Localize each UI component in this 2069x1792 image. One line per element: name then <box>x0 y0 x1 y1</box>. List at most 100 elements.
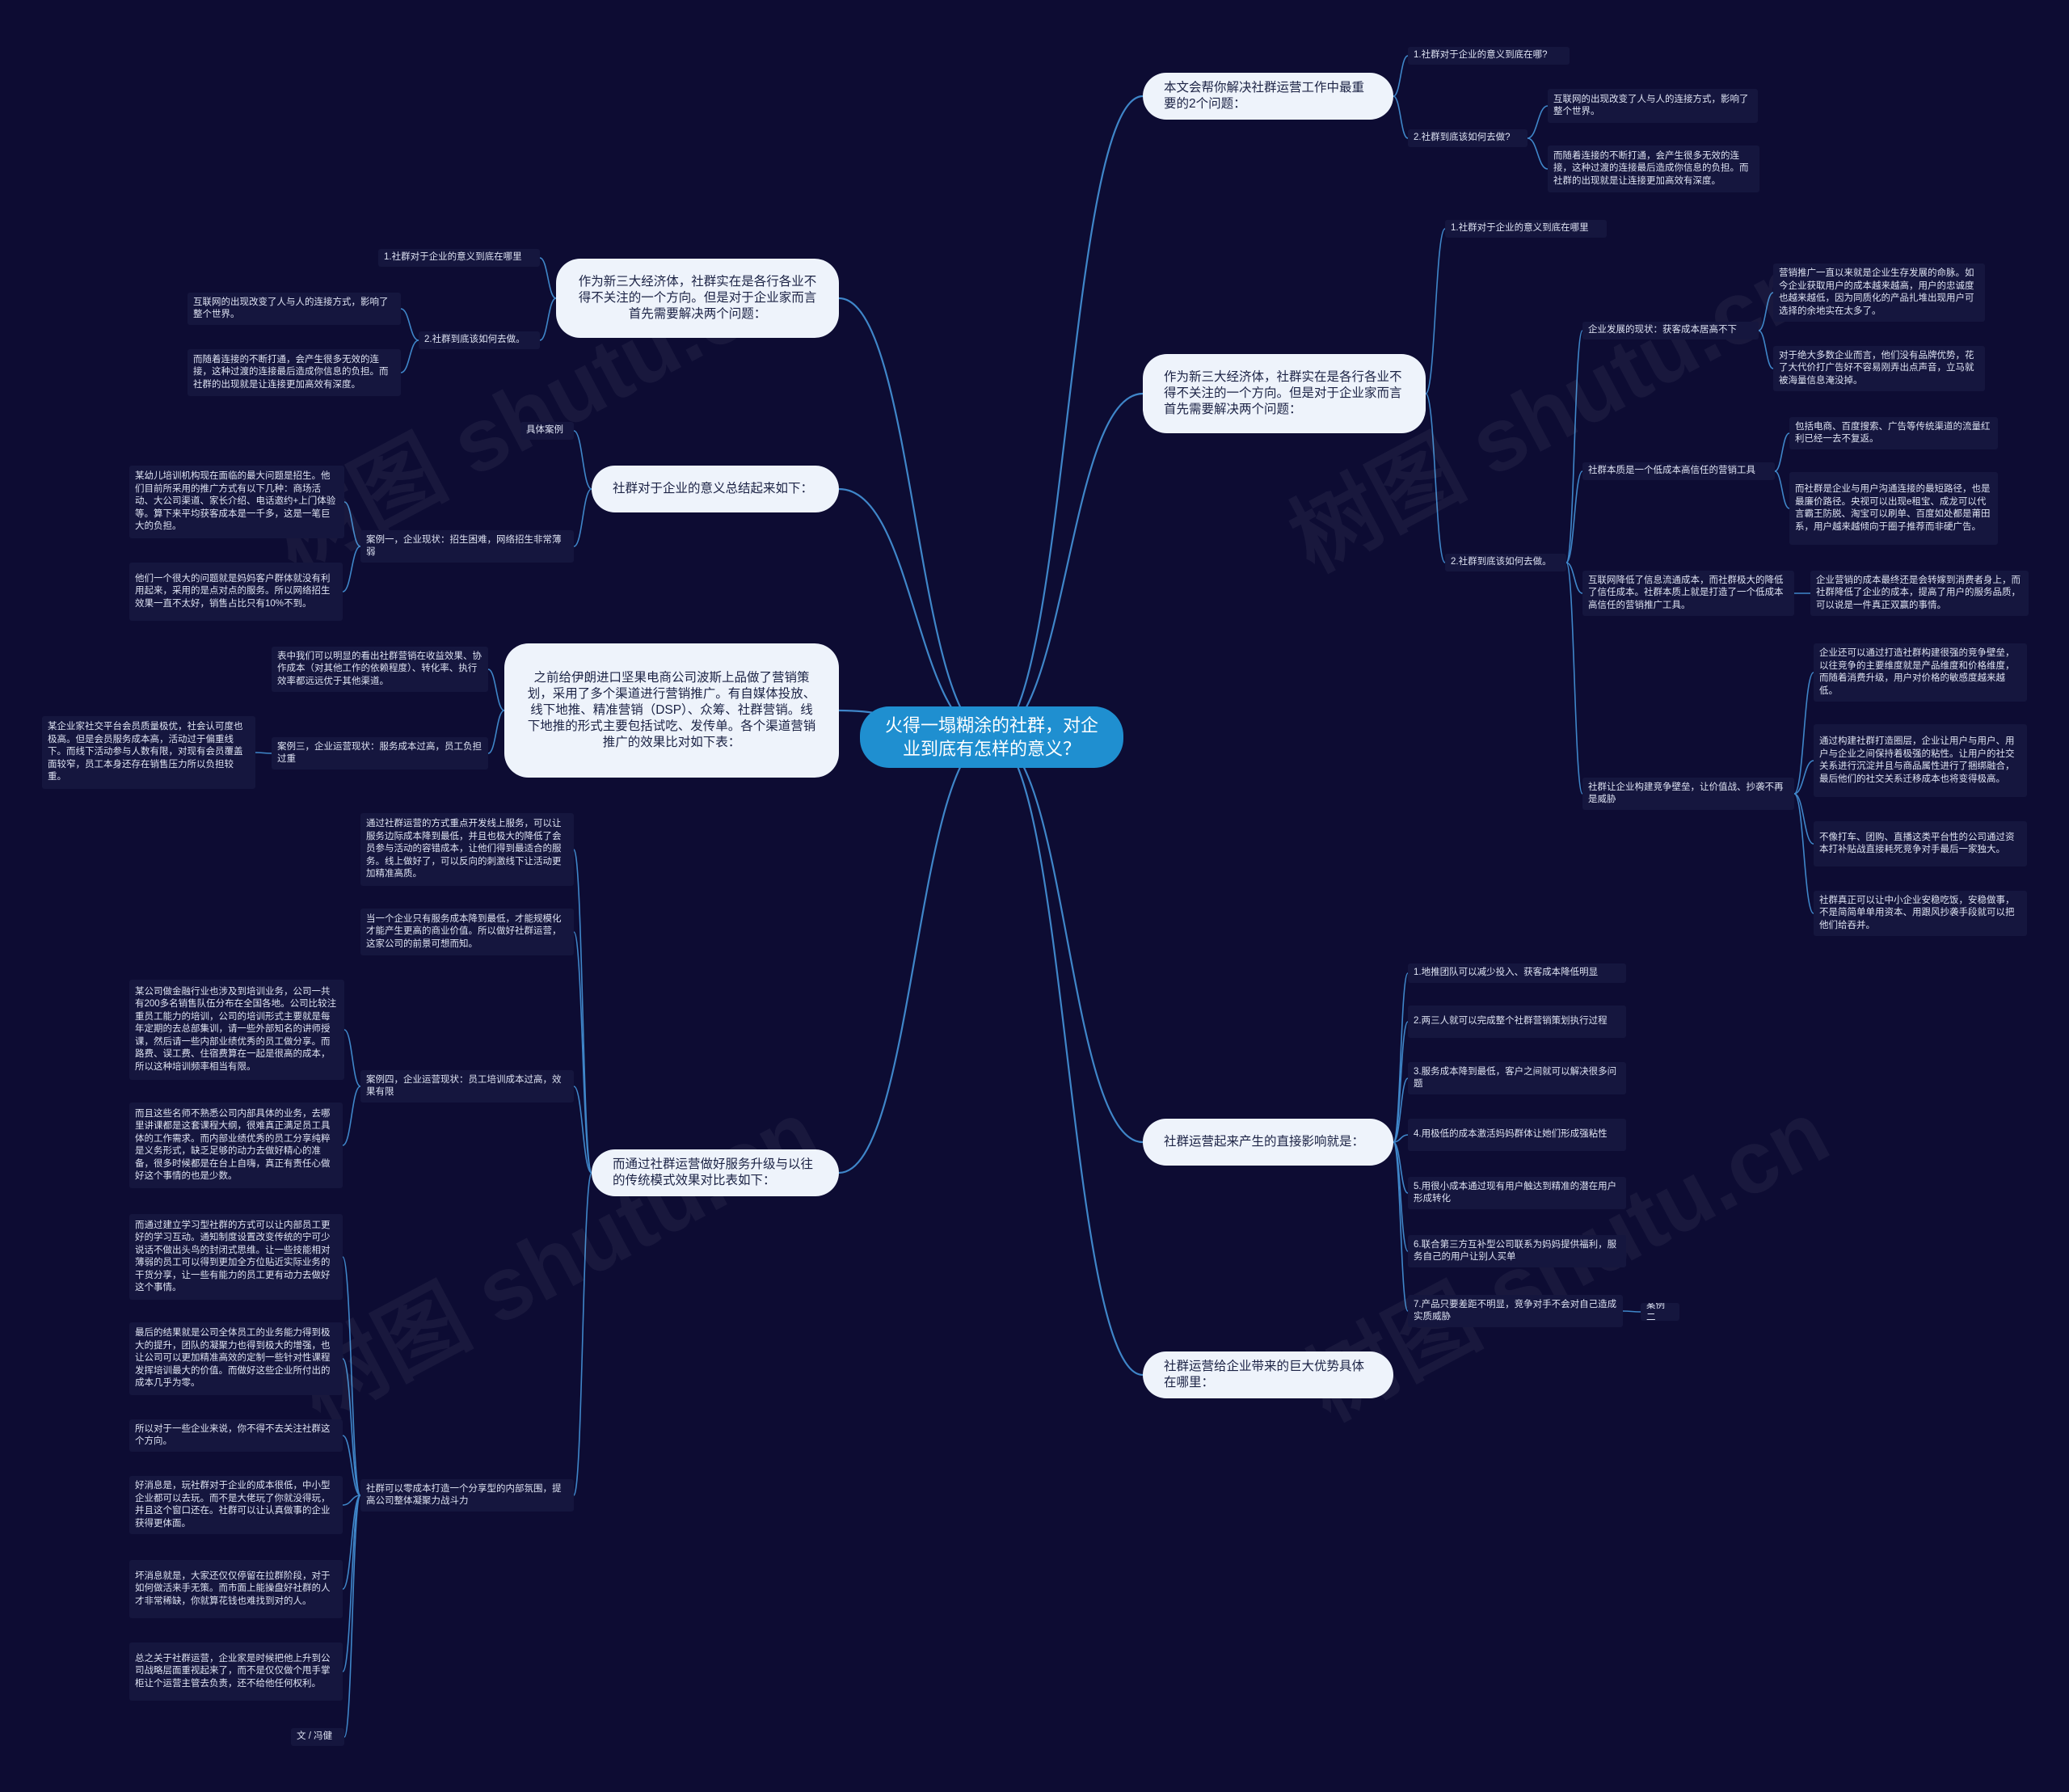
case-two-label[interactable]: 案例二 <box>1641 1303 1679 1321</box>
edge-r2-r2c6 <box>1393 1141 1409 1312</box>
edge-l0-l0c1 <box>539 297 557 341</box>
topic-problems[interactable]: 本文会帮你解决社群运营工作中最重要的2个问题： <box>1143 73 1393 120</box>
impact-item-6[interactable]: 6.联合第三方互补型公司联系为妈妈提供福利，服务自己的用户让别人买单 <box>1408 1235 1626 1267</box>
note-no-brand-advantage[interactable]: 对于绝大多数企业而言，他们没有品牌优势，花了大代价打广告好不容易刚弄出点声音，立… <box>1773 346 1985 391</box>
note-parents-unused[interactable]: 他们一个很大的问题就是妈妈客户群体就没有利用起来，采用的是点对点的服务。所以网络… <box>129 563 343 621</box>
topic-service-upgrade[interactable]: 而通过社群运营做好服务升级与以往的传统模式效果对比表如下： <box>592 1149 839 1196</box>
edge-l2-l2c1 <box>487 710 505 754</box>
point-sharing-atmosphere[interactable]: 社群可以零成本打造一个分享型的内部氛围，提高公司整体凝聚力战斗力 <box>360 1479 574 1512</box>
topic-meaning-summary[interactable]: 社群对于企业的意义总结起来如下： <box>592 466 839 512</box>
case-four[interactable]: 案例四，企业运营现状：员工培训成本过高，效果有限 <box>360 1070 574 1103</box>
note-price-sensitivity[interactable]: 企业还可以通过打造社群构建很强的竞争壁垒，以往竞争的主要维度就是产品维度和价格维… <box>1814 643 2027 702</box>
note-shortest-path[interactable]: 而社群是企业与用户沟通连接的最短路径，也是最廉价路径。央视可以出现e租宝、成龙可… <box>1789 472 1998 545</box>
note-internet-connection-left[interactable]: 互联网的出现改变了人与人的连接方式，影响了整个世界。 <box>188 293 401 325</box>
subtopic-meaning-question[interactable]: 1.社群对于企业的意义到底在哪? <box>1408 47 1570 65</box>
edge-l3c2-l3c2c0 <box>343 1029 361 1087</box>
note-table-comparison[interactable]: 表中我们可以明显的看出社群营销在收益效果、协作成本（对其他工作的依赖程度）、转化… <box>272 647 488 692</box>
edge-r0-r0c1 <box>1393 95 1409 139</box>
edge-n-root-r2 <box>991 736 1144 1144</box>
edge-r2-r2c0 <box>1393 972 1409 1143</box>
edge-l3c3-l3c3c5 <box>342 1495 361 1672</box>
impact-item-1[interactable]: 1.地推团队可以减少投入、获客成本降低明显 <box>1408 963 1626 983</box>
edge-r1c1c3-r1c1c3c3 <box>1793 793 1814 914</box>
edge-l0c1-l0c1c0 <box>400 308 419 341</box>
edge-r1-r1c0 <box>1425 228 1446 394</box>
edge-n-root-r1 <box>991 392 1144 739</box>
point-trust-cost[interactable]: 互联网降低了信息流通成本，而社群极大的降低了信任成本。社群本质上就是打造了一个低… <box>1582 571 1794 616</box>
note-sme-stability[interactable]: 社群真正可以让中小企业安稳吃饭，安稳做事，不是简简单单用资本、用跟风抄袭手段就可… <box>1814 891 2027 936</box>
topic-new-economy-left[interactable]: 作为新三大经济体，社群实在是各行各业不得不关注的一个方向。但是对于企业家而言首先… <box>556 259 839 338</box>
subtopic-meaning[interactable]: 1.社群对于企业的意义到底在哪里 <box>1445 220 1607 238</box>
edge-r1c1c0-r1c1c0c1 <box>1758 330 1774 369</box>
case-one[interactable]: 案例一，企业现状：招生困难，网络招生非常薄弱 <box>360 530 574 563</box>
specific-cases-label[interactable]: 具体案例 <box>520 422 574 440</box>
note-training-cost[interactable]: 某公司做金融行业也涉及到培训业务，公司一共有200多名销售队伍分布在全国各地。公… <box>129 980 344 1080</box>
edge-l3-l3c3 <box>573 1172 592 1496</box>
edge-l3c3-l3c3c2 <box>342 1435 361 1496</box>
point-low-cost-trust[interactable]: 社群本质是一个低成本高信任的营销工具 <box>1582 462 1775 480</box>
edge-l3c3-l3c3c0 <box>342 1256 361 1496</box>
author-credit[interactable]: 文 / 冯健 <box>291 1728 344 1746</box>
edge-r2-r2c3 <box>1393 1134 1409 1143</box>
edge-l3c3-l3c3c1 <box>342 1358 361 1496</box>
edge-r2-r2c2 <box>1393 1077 1409 1143</box>
topic-huge-advantage[interactable]: 社群运营给企业带来的巨大优势具体在哪里： <box>1143 1351 1393 1398</box>
edge-n-root-r3 <box>991 736 1144 1377</box>
note-marketing-lifeline[interactable]: 营销推广一直以来就是企业生存发展的命脉。如今企业获取用户的成本越来越高，用户的忠… <box>1773 264 1985 322</box>
edge-r1c1c3-r1c1c3c0 <box>1793 672 1814 795</box>
edge-l3c2-l3c2c1 <box>342 1086 361 1146</box>
edge-l3c3-l3c3c6 <box>343 1495 361 1738</box>
note-strategy-level[interactable]: 总之关于社群运营，企业家是时候把他上升到公司战略层面重视起来了，而不是仅仅做个甩… <box>129 1642 343 1701</box>
topic-persian-nuts-case[interactable]: 之前给伊朗进口坚果电商公司波斯上品做了营销策划，采用了多个渠道进行营销推广。有自… <box>504 643 839 778</box>
note-good-news[interactable]: 好消息是，玩社群对于企业的成本很低，中小型企业都可以去玩。而不是大佬玩了你就没得… <box>129 1476 343 1534</box>
note-teacher-mismatch[interactable]: 而且这些名师不熟悉公司内部具体的业务，去哪里讲课都是这套课程大纲，很难真正满足员… <box>129 1103 343 1188</box>
edge-n-root-l1 <box>838 487 992 739</box>
note-online-service[interactable]: 通过社群运营的方式重点开发线上服务，可以让服务边际成本降到最低，并且也极大的降低… <box>360 813 574 886</box>
note-connection-burden[interactable]: 而随着连接的不断打通，会产生很多无效的连接，这种过渡的连接最后造成你信息的负担。… <box>1548 145 1759 192</box>
edge-r1c1-r1c1c3 <box>1565 562 1583 795</box>
root-topic[interactable]: 火得一塌糊涂的社群，对企业到底有怎样的意义？ <box>860 706 1123 768</box>
edge-r0-r0c0 <box>1393 55 1409 97</box>
impact-item-2[interactable]: 2.两三人就可以完成整个社群营销策划执行过程 <box>1408 1006 1626 1038</box>
note-lowest-cost[interactable]: 当一个企业只有服务成本降到最低，才能规模化才能产生更高的商业价值。所以做好社群运… <box>360 909 574 955</box>
edge-l3c3-l3c3c3 <box>342 1495 361 1506</box>
case-three[interactable]: 案例三，企业运营现状：服务成本过高，员工负担过重 <box>272 737 488 770</box>
edge-l3-l3c1 <box>573 931 592 1174</box>
topic-direct-impact[interactable]: 社群运营起来产生的直接影响就是： <box>1143 1119 1393 1166</box>
edge-r0c1-r0c1c0 <box>1527 105 1549 139</box>
topic-new-economy[interactable]: 作为新三大经济体，社群实在是各行各业不得不关注的一个方向。但是对于企业家而言首先… <box>1143 354 1426 433</box>
impact-item-4[interactable]: 4.用极低的成本激活妈妈群体让她们形成强粘性 <box>1408 1119 1626 1151</box>
subtopic-how-question[interactable]: 2.社群到底该如何去做? <box>1408 129 1528 147</box>
subtopic-meaning-left[interactable]: 1.社群对于企业的意义到底在哪里 <box>378 249 540 267</box>
edge-l1-l1c1 <box>573 488 592 547</box>
subtopic-how-to-left[interactable]: 2.社群到底该如何去做。 <box>419 331 540 349</box>
edge-l1c1-l1c1c0 <box>343 501 361 547</box>
edge-n-root-l0 <box>838 297 992 739</box>
impact-item-7[interactable]: 7.产品只要差距不明显，竞争对手不会对自己造成实质威胁 <box>1408 1295 1623 1327</box>
note-internet-connection[interactable]: 互联网的出现改变了人与人的连接方式，影响了整个世界。 <box>1548 89 1758 123</box>
note-bad-news[interactable]: 坏消息就是，大家还仅仅停留在拉群阶段，对于如何做活来手无策。而市面上能操盘好社群… <box>129 1560 343 1618</box>
point-competitive-barrier[interactable]: 社群让企业构建竞争壁垒，让价值战、抄袭不再是威胁 <box>1582 778 1794 810</box>
edge-r2-r2c1 <box>1393 1021 1409 1143</box>
point-acquisition-cost[interactable]: 企业发展的现状：获客成本居高不下 <box>1582 322 1759 339</box>
note-must-focus[interactable]: 所以对于一些企业来说，你不得不去关注社群这个方向。 <box>129 1419 343 1452</box>
subtopic-how-to[interactable]: 2.社群到底该如何去做。 <box>1445 554 1566 571</box>
edge-r1c1-r1c1c2 <box>1565 562 1583 594</box>
impact-item-5[interactable]: 5.用很小成本通过现有用户触达到精准的潜在用户形成转化 <box>1408 1177 1626 1209</box>
note-circle-stickiness[interactable]: 通过构建社群打造圈层，企业让用户与用户、用户与企业之间保持着极强的粘性。让用户的… <box>1814 724 2027 797</box>
edge-r0c1-r0c1c1 <box>1527 137 1549 170</box>
note-team-improvement[interactable]: 最后的结果就是公司全体员工的业务能力得到极大的提升，团队的凝聚力也得到极大的增强… <box>129 1322 343 1395</box>
impact-item-3[interactable]: 3.服务成本降到最低，客户之间就可以解决很多问题 <box>1408 1062 1626 1094</box>
note-member-service[interactable]: 某企业家社交平台会员质量极优，社会认可度也极高。但是会员服务成本高，活动过于偏重… <box>42 716 255 789</box>
note-learning-community[interactable]: 而通过建立学习型社群的方式可以让内部员工更好的学习互动。通知制度设置改变传统的宁… <box>129 1214 343 1300</box>
note-connection-burden-left[interactable]: 而随着连接的不断打通，会产生很多无效的连接，这种过渡的连接最后造成你信息的负担。… <box>188 349 401 396</box>
edge-l3c3-l3c3c4 <box>342 1495 361 1590</box>
edge-r1c1-r1c1c0 <box>1565 330 1583 563</box>
edge-n-root-l3 <box>838 736 992 1174</box>
note-traffic-dividend[interactable]: 包括电商、百度搜索、广告等传统渠道的流量红利已经一去不复返。 <box>1789 417 1998 449</box>
note-win-win[interactable]: 企业营销的成本最终还是会转嫁到消费者身上，而社群降低了企业的成本，提高了用户的服… <box>1810 571 2029 616</box>
note-enrollment-problem[interactable]: 某幼儿培训机构现在面临的最大问题是招生。他们目前所采用的推广方式有以下几种：商场… <box>129 466 344 538</box>
note-subsidy-war[interactable]: 不像打车、团购、直播这类平台性的公司通过资本打补贴战直接耗死竞争对手最后一家独大… <box>1814 821 2027 866</box>
edge-r1c1c3-r1c1c3c2 <box>1793 793 1814 845</box>
edge-r1c1c1-r1c1c1c0 <box>1774 432 1790 472</box>
